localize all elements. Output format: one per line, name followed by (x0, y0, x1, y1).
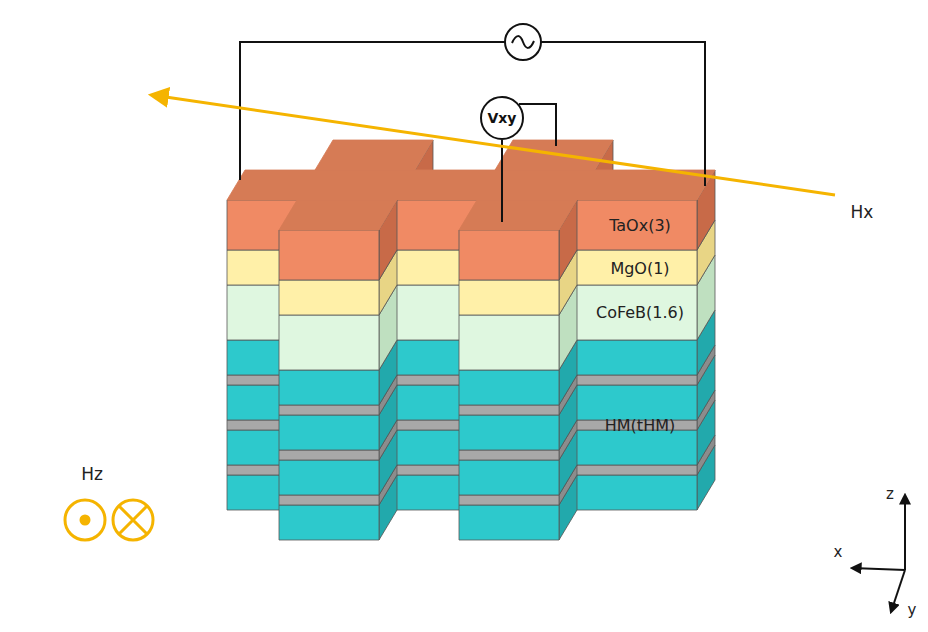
layer-front (279, 415, 379, 450)
layer-front (459, 450, 559, 460)
layer-front (459, 495, 559, 505)
layer-front (459, 415, 559, 450)
field-out-dot (81, 516, 89, 524)
layer-front (459, 280, 559, 315)
layer-front (459, 370, 559, 405)
layer-front (459, 405, 559, 415)
ac-source-symbol (512, 36, 534, 48)
axis-label: z (886, 485, 894, 503)
field-in-cross (119, 506, 147, 534)
layer-front (459, 505, 559, 540)
layer-front (279, 450, 379, 460)
ac-source-circle (505, 24, 541, 60)
field-z-symbols (65, 500, 153, 540)
layer-front (279, 370, 379, 405)
axis-label: y (908, 601, 917, 619)
layer-front (459, 460, 559, 495)
probe-wire (519, 104, 556, 146)
probe-wire (501, 140, 503, 222)
layer-front (279, 460, 379, 495)
layer-label: TaOx(3) (609, 216, 671, 235)
axis-y (891, 570, 905, 612)
layer-front (459, 230, 559, 280)
hall-bar-stack (227, 140, 715, 540)
top-face (227, 170, 715, 200)
voltmeter-circle: Vxy (480, 96, 524, 140)
axes (852, 495, 905, 612)
layer-front (459, 315, 559, 370)
axis-z (904, 495, 906, 570)
field-in-symbol (113, 500, 153, 540)
layer-front (279, 280, 379, 315)
field-label: Hz (81, 464, 103, 484)
source-wire (240, 42, 505, 180)
layer-label: HM(tHM) (605, 416, 675, 435)
field-label: Hx (851, 202, 874, 222)
layer-front (279, 315, 379, 370)
layer-label: CoFeB(1.6) (596, 303, 684, 322)
field-out-symbol (65, 500, 105, 540)
layer-label: MgO(1) (610, 259, 669, 278)
field-arrow (152, 95, 835, 195)
axis-label: x (834, 543, 843, 561)
axis-x (852, 568, 905, 570)
layer-front (279, 495, 379, 505)
top-face (459, 200, 577, 230)
layer-front (279, 405, 379, 415)
wires (240, 42, 705, 222)
layer-front (279, 230, 379, 280)
ac-source (505, 24, 541, 60)
voltmeter-label: Vxy (488, 110, 517, 126)
layer-front (279, 505, 379, 540)
top-face (315, 140, 433, 170)
top-face (279, 200, 397, 230)
